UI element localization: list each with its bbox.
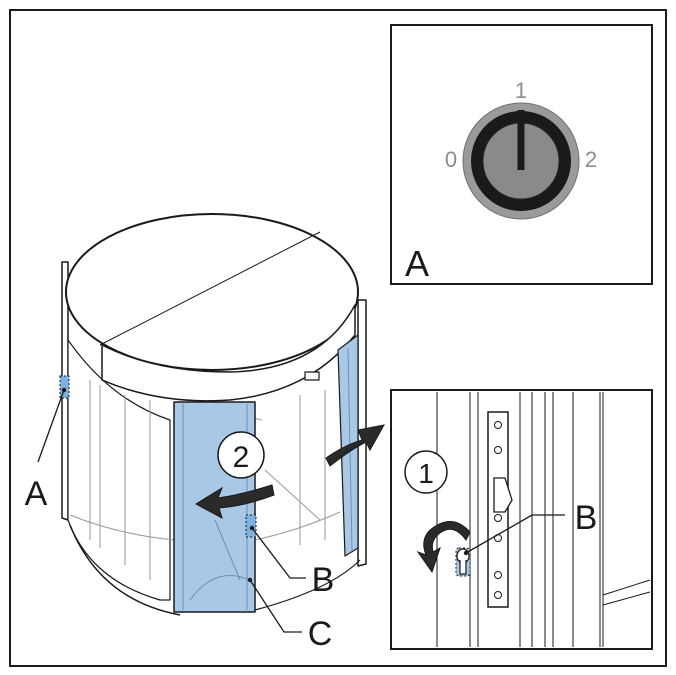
door-profile-lines [436,392,651,647]
switch-position-0: 0 [445,147,457,172]
turn-key-arrow-icon [416,521,471,574]
leader-c [249,579,302,633]
switch-position-2: 2 [585,147,597,172]
switch-position-1: 1 [515,78,527,103]
callout-b: B [312,561,335,599]
canopy-rim [101,304,356,402]
key-switch-marker [59,375,70,399]
latch-bolt [493,477,513,513]
inset-b-door-lock: B 1 [390,389,653,650]
callout-c: C [308,615,333,653]
revolving-door [59,213,367,616]
rotate-left-arrow-icon [194,484,275,520]
canopy-seam [99,231,321,346]
inset-b-frame [390,389,653,650]
inset-a-key-switch: 0 1 2 A [390,24,653,285]
leader-a [37,389,65,463]
canopy-top [65,213,359,371]
step2-number: 2 [233,441,250,474]
inset-b-label: B [575,499,598,537]
floor-curve [69,524,181,616]
knob-pointer [517,110,525,170]
step2-badge [217,431,265,479]
leader-inset-b [465,514,565,554]
canopy-handle [304,371,320,381]
callout-a-left: A [25,475,48,513]
step1-badge [404,450,448,494]
drum-wall [67,339,171,601]
link-arrow-icon [325,424,385,467]
step1-number: 1 [418,458,434,489]
floor-curve-right [254,559,361,611]
lock-marker [245,514,257,538]
inset-a-label: A [405,243,429,284]
leader-b [251,527,306,579]
